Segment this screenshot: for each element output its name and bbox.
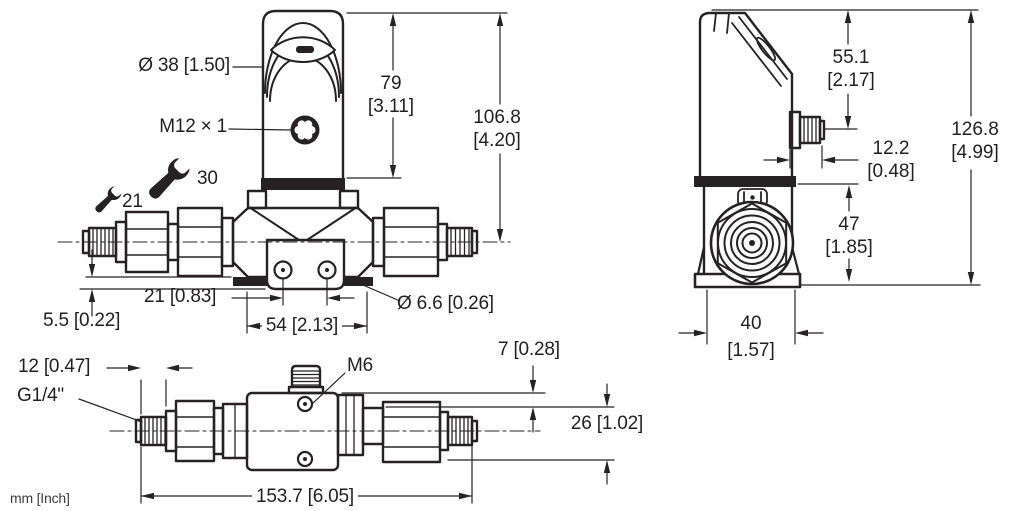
label-process-connection: G1/4" bbox=[17, 385, 64, 406]
dim-bottom-body-width: 26 [1.02] bbox=[570, 413, 644, 434]
hex-nut-end-view bbox=[709, 200, 795, 286]
side-view-drawing bbox=[678, 9, 981, 345]
dim-hole-edge-offset: 7 [0.28] bbox=[498, 339, 560, 360]
m12-connector-stub bbox=[287, 364, 325, 395]
bottom-view-dimensions bbox=[78, 364, 615, 504]
dim-mounting-hole-diameter: Ø 6.6 [0.26] bbox=[397, 293, 494, 314]
dim-total-length: 153.7 [6.05] bbox=[240, 486, 370, 507]
wrench-size-21: 21 bbox=[122, 191, 143, 212]
dim-port-bottom-offset: 5.5 [0.22] bbox=[43, 310, 121, 331]
units-note: mm [Inch] bbox=[10, 490, 70, 506]
bottom-view-drawing bbox=[78, 364, 615, 504]
dim-thread-length: 12 [0.47] bbox=[18, 356, 91, 377]
dim-connector-thread: M12 × 1 bbox=[159, 116, 227, 137]
dim-connector-height: 55.1 [2.17] bbox=[827, 47, 875, 91]
front-view-drawing bbox=[57, 9, 511, 334]
dim-side-total-height: 126.8 [4.99] bbox=[951, 119, 999, 163]
wrench-size-30: 30 bbox=[197, 168, 218, 189]
wrench-icon-30 bbox=[146, 155, 193, 202]
label-mounting-thread: M6 bbox=[347, 355, 373, 376]
m12-connector-face bbox=[290, 115, 320, 145]
dim-front-total-height: 106.8 [4.20] bbox=[473, 107, 521, 151]
dim-head-diameter: Ø 38 [1.50] bbox=[138, 55, 230, 76]
dim-side-body-width: 40 [1.57] bbox=[727, 313, 775, 361]
dim-hole-spacing-small: 21 [0.83] bbox=[144, 286, 217, 307]
dim-hole-spacing-large: 54 [2.13] bbox=[250, 315, 354, 336]
wrench-icon-21 bbox=[93, 184, 124, 215]
dim-head-height: 79 [3.11] bbox=[367, 73, 415, 117]
bottom-right-fitting bbox=[336, 393, 479, 464]
side-view-dimensions bbox=[678, 9, 981, 345]
dim-connector-depth: 12.2 [0.48] bbox=[867, 138, 915, 182]
m12-connector-side bbox=[788, 110, 826, 150]
dim-body-lower-height: 47 [1.85] bbox=[825, 214, 873, 258]
